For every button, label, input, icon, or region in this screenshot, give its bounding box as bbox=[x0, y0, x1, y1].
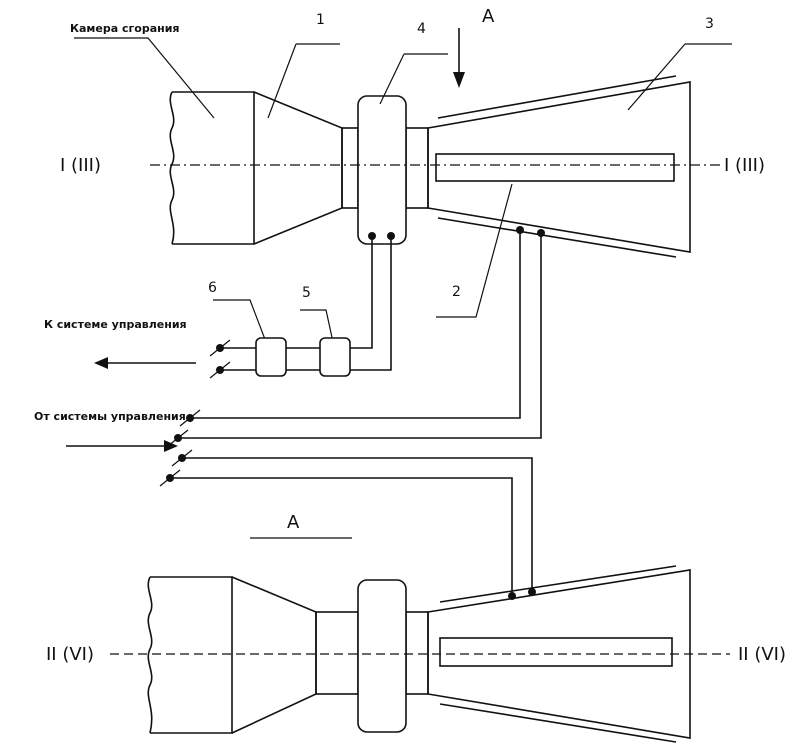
nozzle-shell-upper bbox=[437, 75, 677, 119]
sensor-ring-4 bbox=[357, 95, 407, 245]
sensor-wiring bbox=[209, 232, 395, 379]
nozzle-shell-upper-bottom bbox=[439, 565, 677, 603]
view-a-label-section: A bbox=[287, 512, 300, 533]
component-5 bbox=[319, 337, 351, 377]
callout-1: 1 bbox=[316, 12, 325, 28]
callout-4: 4 bbox=[417, 21, 426, 37]
axis-label-top-right: I (III) bbox=[724, 155, 765, 176]
from-control-arrow bbox=[66, 440, 178, 452]
component-6 bbox=[255, 337, 287, 377]
callouts: 1 4 3 2 6 5 bbox=[208, 12, 732, 343]
combustion-chamber-label: Камера сгорания bbox=[70, 22, 179, 35]
combustion-chamber-bottom bbox=[147, 576, 233, 734]
callout-5: 5 bbox=[302, 285, 311, 301]
throat-section-right-top bbox=[405, 127, 429, 209]
to-control-system-label: К системе управления bbox=[44, 318, 187, 331]
insert-plate-bottom bbox=[439, 637, 673, 667]
to-control-arrow bbox=[94, 357, 196, 369]
axis-label-bottom-right: II (VI) bbox=[738, 644, 786, 665]
axis-label-bottom-left: II (VI) bbox=[46, 644, 94, 665]
nozzle-shell-lower bbox=[437, 217, 677, 258]
converging-cone-bottom bbox=[231, 576, 317, 734]
nozzle-shell-lower-bottom bbox=[439, 703, 677, 743]
diverging-nozzle-bottom bbox=[427, 569, 691, 739]
throat-section-top bbox=[341, 127, 359, 209]
from-control-system-label: От системы управления bbox=[34, 410, 186, 423]
leader-combustion bbox=[74, 37, 215, 119]
axis-label-top-left: I (III) bbox=[60, 155, 101, 176]
throat-section-right-bottom bbox=[405, 611, 429, 695]
diverging-nozzle-top bbox=[427, 81, 691, 253]
bottom-assembly: II (VI) II (VI) bbox=[46, 565, 786, 743]
callout-3: 3 bbox=[705, 16, 714, 32]
sensor-ring-bottom bbox=[357, 579, 407, 733]
view-a-label-top: A bbox=[482, 6, 495, 27]
converging-cone-top bbox=[253, 91, 343, 245]
callout-2: 2 bbox=[452, 284, 461, 300]
throat-section-bottom bbox=[315, 611, 359, 695]
view-a-arrow: A bbox=[453, 6, 495, 88]
callout-6: 6 bbox=[208, 280, 217, 296]
control-wiring bbox=[159, 226, 545, 600]
combustion-chamber-top bbox=[169, 91, 255, 245]
insert-plate-2 bbox=[435, 153, 675, 182]
top-assembly: I (III) I (III) bbox=[60, 75, 765, 258]
